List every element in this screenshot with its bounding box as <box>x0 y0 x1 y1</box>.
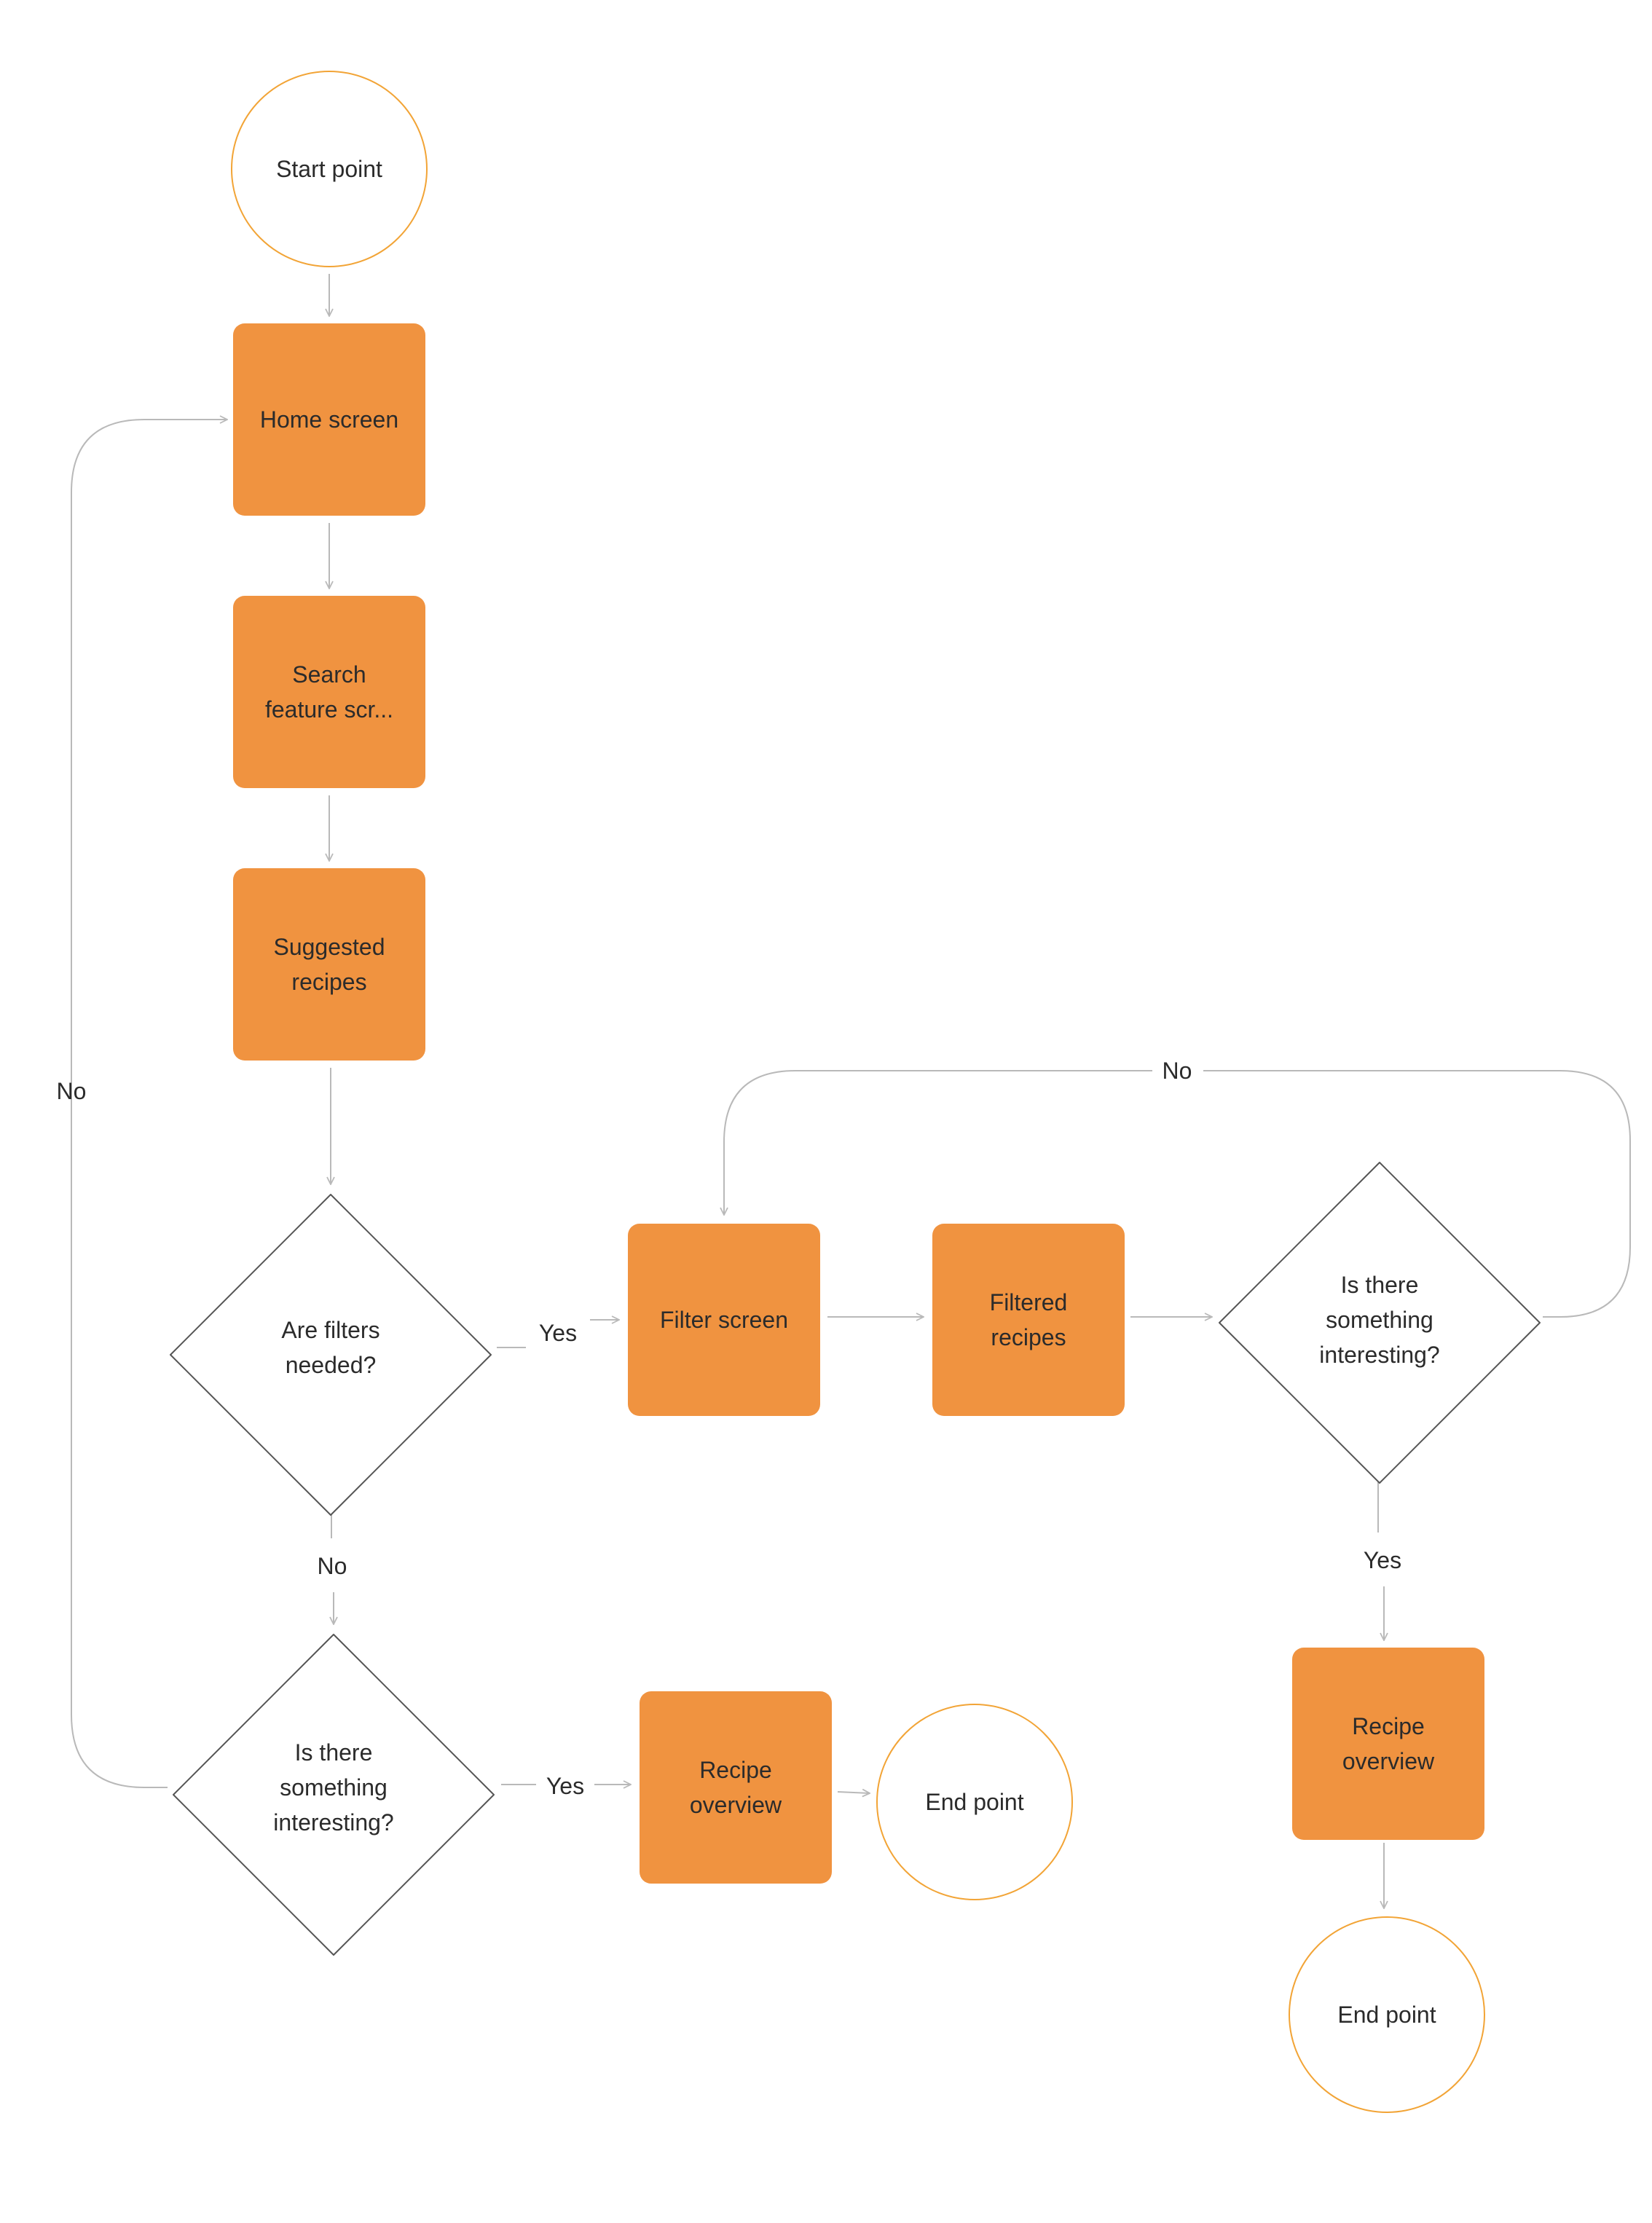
label-line: needed? <box>286 1352 377 1378</box>
node-is-there-something-interesting-right-label: Is there something interesting? <box>1319 1272 1439 1368</box>
label-line: something <box>280 1774 388 1801</box>
label-line: Home screen <box>260 406 398 433</box>
node-end-left-label: End point <box>925 1789 1023 1815</box>
label-line: recipes <box>291 969 366 995</box>
node-is-there-something-interesting-left: Is there something interesting? <box>173 1634 495 1956</box>
node-recipe-overview-left: Recipe overview <box>640 1691 832 1884</box>
node-search-feature-screen-label: Search feature scr... <box>265 661 393 723</box>
node-filter-screen-label: Filter screen <box>660 1307 788 1333</box>
node-recipe-overview-left-label: Recipe overview <box>690 1757 782 1818</box>
node-filtered-recipes: Filtered recipes <box>932 1224 1125 1416</box>
label-line: Filtered <box>990 1289 1068 1315</box>
node-end-left: End point <box>876 1704 1073 1900</box>
node-end-right-label: End point <box>1337 2002 1436 2028</box>
label-line: End point <box>925 1789 1023 1815</box>
edge-right-no-loop-a <box>1203 1070 1631 1318</box>
label-line: Is there <box>1341 1272 1419 1298</box>
label-line: something <box>1326 1307 1433 1333</box>
edge-label-filters-yes: Yes <box>539 1320 577 1346</box>
node-search-feature-screen: Search feature scr... <box>233 596 425 788</box>
node-home-screen-label: Home screen <box>260 406 398 433</box>
label-line: End point <box>1337 2002 1436 2028</box>
label-line: overview <box>1342 1748 1435 1774</box>
node-start: Start point <box>231 71 428 267</box>
label-line: feature scr... <box>265 696 393 723</box>
label-line: overview <box>690 1792 782 1818</box>
label-line: interesting? <box>1319 1342 1439 1368</box>
node-recipe-overview-right-label: Recipe overview <box>1342 1713 1435 1774</box>
node-is-there-something-interesting-left-label: Is there something interesting? <box>273 1739 393 1836</box>
edge-label-right-yes: Yes <box>1364 1547 1401 1573</box>
node-are-filters-needed-label: Are filters needed? <box>281 1317 379 1378</box>
label-line: Filter screen <box>660 1307 788 1333</box>
node-are-filters-needed: Are filters needed? <box>170 1194 492 1516</box>
node-suggested-recipes: Suggested recipes <box>233 868 425 1061</box>
node-filtered-recipes-label: Filtered recipes <box>990 1289 1068 1350</box>
edge-recipe-left-to-end <box>837 1792 870 1793</box>
edge-label-left-yes: Yes <box>546 1773 584 1799</box>
node-suggested-recipes-label: Suggested recipes <box>273 934 385 995</box>
edge-left-no-loop <box>71 420 227 1788</box>
node-end-right: End point <box>1289 1916 1485 2113</box>
label-line: Is there <box>295 1739 373 1766</box>
node-recipe-overview-right: Recipe overview <box>1292 1648 1484 1840</box>
edge-label-filters-no: No <box>318 1553 347 1579</box>
label-line: Suggested <box>273 934 385 960</box>
edge-label-right-no: No <box>1163 1058 1192 1084</box>
edge-right-no-loop-b <box>724 1070 1152 1215</box>
label-line: Search <box>292 661 366 688</box>
label-line: Start point <box>276 156 382 182</box>
label-line: interesting? <box>273 1809 393 1836</box>
label-line: recipes <box>991 1324 1066 1350</box>
label-line: Recipe <box>699 1757 772 1783</box>
label-line: Are filters <box>281 1317 379 1343</box>
node-start-label: Start point <box>276 156 382 182</box>
node-filter-screen: Filter screen <box>628 1224 820 1416</box>
edge-label-left-no: No <box>57 1078 87 1104</box>
node-is-there-something-interesting-right: Is there something interesting? <box>1219 1162 1541 1484</box>
node-home-screen: Home screen <box>233 323 425 516</box>
label-line: Recipe <box>1352 1713 1425 1739</box>
